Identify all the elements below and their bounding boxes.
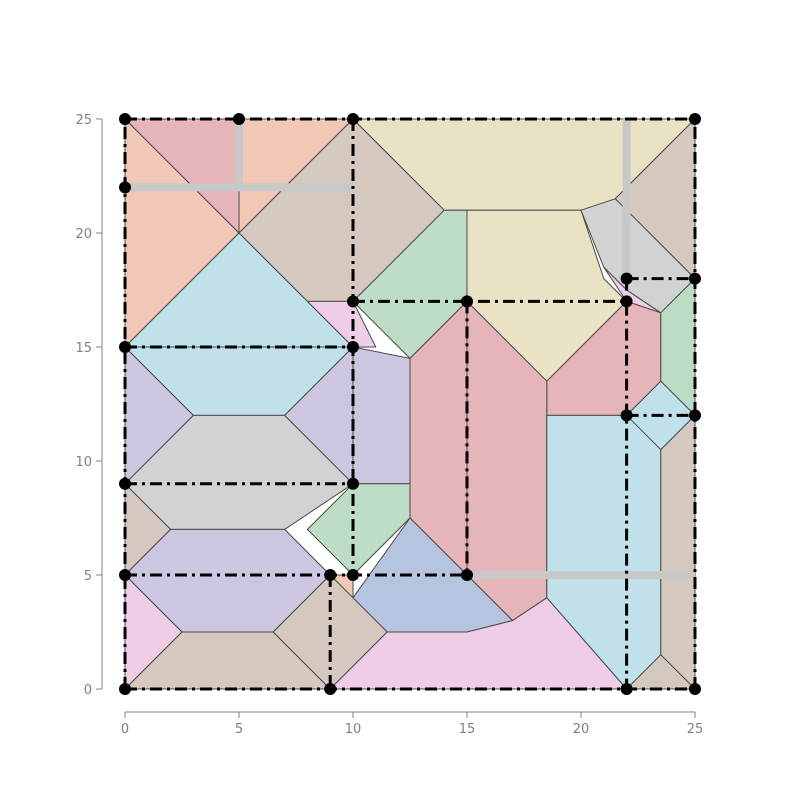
x-axis-ticks: 0 5 10 15 20 25 <box>121 712 703 737</box>
y-tick-label: 15 <box>75 341 92 356</box>
graph-node <box>119 181 131 194</box>
graph-node <box>620 272 633 285</box>
graph-node <box>347 569 359 581</box>
graph-node <box>324 683 337 695</box>
graph-node <box>119 341 131 353</box>
graph-node <box>347 341 359 353</box>
graph-node <box>347 295 359 308</box>
y-tick-label: 20 <box>75 227 92 242</box>
x-tick-label: 15 <box>459 722 476 737</box>
x-tick-label: 25 <box>687 722 704 737</box>
graph-node <box>119 113 131 125</box>
graph-node <box>347 477 359 490</box>
y-tick-label: 5 <box>84 569 92 584</box>
graph-node <box>689 113 701 125</box>
x-tick-label: 0 <box>121 722 129 737</box>
graph-node <box>461 295 473 308</box>
graph-node <box>689 272 701 285</box>
x-tick-label: 20 <box>573 722 590 737</box>
y-tick-label: 10 <box>75 455 92 470</box>
dashed-edges-layer <box>123 117 697 691</box>
region-taupe-right <box>660 414 696 690</box>
gray-bands-layer <box>125 119 695 579</box>
graph-node <box>119 477 131 490</box>
nodes-layer <box>119 113 701 695</box>
region-green-center-low <box>306 483 411 576</box>
y-tick-label: 0 <box>84 683 92 698</box>
y-tick-label: 25 <box>75 113 92 128</box>
graph-node <box>620 409 633 422</box>
y-axis-ticks: 0 5 10 15 20 25 <box>75 113 102 698</box>
region-pink-sliver-top <box>306 300 377 348</box>
graph-node <box>620 683 633 695</box>
graph-node <box>347 113 359 125</box>
graph-node <box>461 569 473 581</box>
x-tick-label: 10 <box>345 722 362 737</box>
graph-node <box>324 569 337 581</box>
axes-layer: 0 5 10 15 20 25 0 5 10 15 20 25 <box>75 113 703 737</box>
graph-node <box>119 569 131 581</box>
regions-layer <box>124 118 696 690</box>
graph-node <box>620 295 633 308</box>
graph-node <box>119 683 131 695</box>
graph-node <box>689 683 701 695</box>
graph-node <box>233 113 245 125</box>
graph-node <box>689 409 701 422</box>
region-lavender-center <box>352 346 411 485</box>
x-tick-label: 5 <box>235 722 243 737</box>
